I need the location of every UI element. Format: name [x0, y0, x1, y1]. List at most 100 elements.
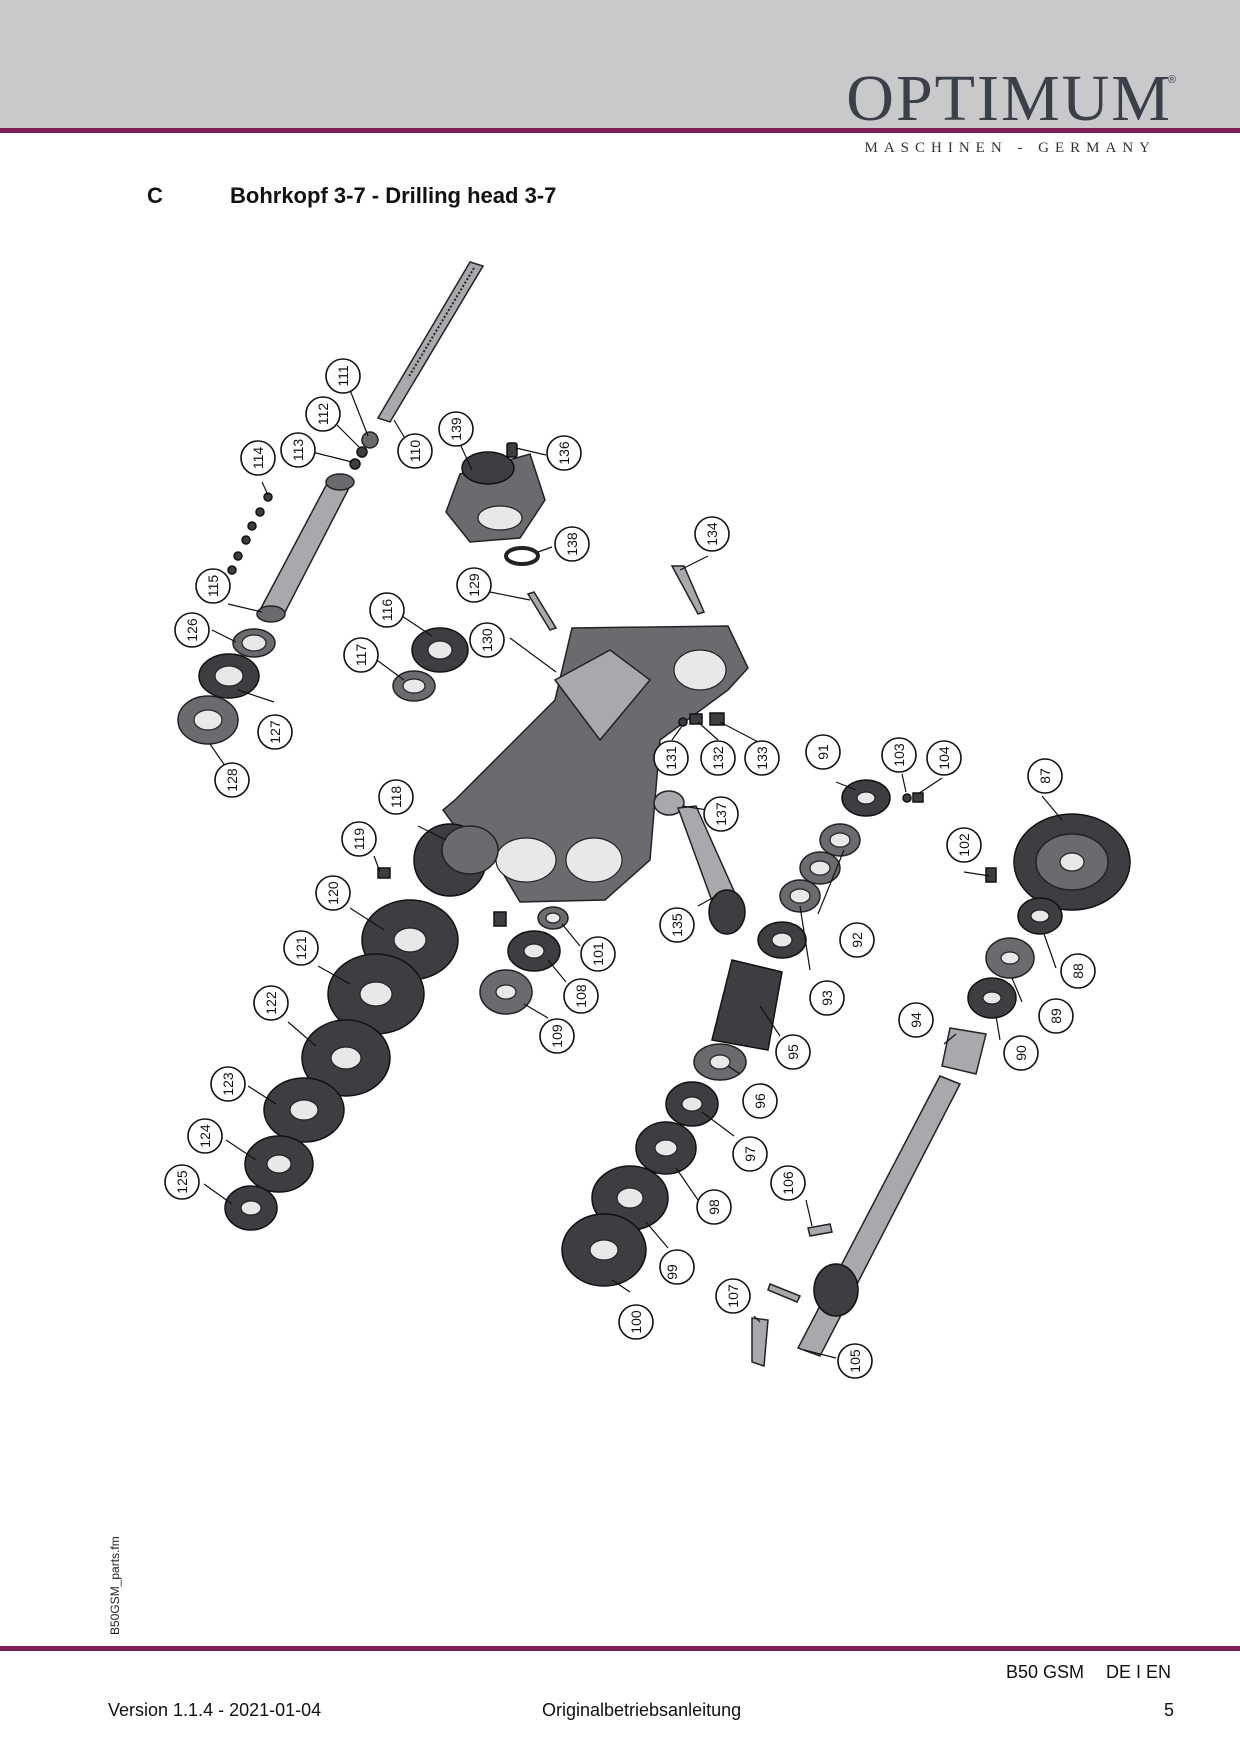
callout-123: 123 [210, 1066, 246, 1102]
callout-124: 124 [187, 1118, 223, 1154]
svg-text:100: 100 [628, 1310, 644, 1334]
svg-text:92: 92 [849, 932, 865, 948]
svg-text:95: 95 [785, 1044, 801, 1060]
header-rule [0, 128, 1240, 133]
leader-lines [203, 389, 1063, 1359]
footer-rule [0, 1646, 1240, 1651]
callout-139: 139 [438, 411, 474, 447]
svg-text:105: 105 [847, 1349, 863, 1373]
svg-text:121: 121 [293, 936, 309, 960]
callout-118: 118 [378, 779, 414, 815]
svg-text:88: 88 [1070, 963, 1086, 979]
svg-text:91: 91 [815, 744, 831, 760]
callout-134: 134 [694, 516, 730, 552]
svg-text:94: 94 [908, 1012, 924, 1028]
section-letter: C [147, 183, 163, 208]
callout-113: 113 [280, 432, 316, 468]
svg-text:96: 96 [752, 1093, 768, 1109]
callout-104: 104 [926, 740, 962, 776]
exploded-parts-diagram: 111 112 113 114 110 139 136 138 134 129 … [164, 261, 1131, 1379]
callout-136: 136 [546, 435, 582, 471]
svg-text:116: 116 [379, 599, 395, 622]
svg-text:114: 114 [250, 447, 266, 470]
callout-100: 100 [618, 1304, 654, 1340]
callout-128: 128 [214, 762, 250, 798]
svg-text:107: 107 [725, 1284, 741, 1308]
callout-94: 94 [898, 1002, 934, 1038]
svg-text:118: 118 [388, 786, 404, 809]
svg-text:124: 124 [197, 1124, 213, 1148]
version-info: Version 1.1.4 - 2021-01-04 [108, 1700, 322, 1720]
model-name: B50 GSM [1006, 1662, 1085, 1682]
callout-135: 135 [659, 907, 695, 943]
brand-tagline: MASCHINEN - GERMANY [864, 140, 1156, 156]
svg-text:131: 131 [663, 746, 679, 770]
svg-text:117: 117 [353, 644, 369, 667]
callout-137: 137 [703, 796, 739, 832]
callout-95: 95 [775, 1034, 811, 1070]
callout-133: 133 [744, 740, 780, 776]
callout-119: 119 [341, 821, 377, 857]
svg-text:102: 102 [956, 833, 972, 857]
svg-text:128: 128 [224, 768, 240, 792]
svg-text:129: 129 [466, 573, 482, 597]
header-band [0, 0, 1240, 128]
svg-text:104: 104 [936, 746, 952, 770]
svg-text:123: 123 [220, 1072, 236, 1096]
svg-text:127: 127 [267, 720, 283, 744]
page-number: 5 [1164, 1700, 1175, 1720]
svg-text:139: 139 [448, 417, 464, 441]
svg-text:112: 112 [315, 403, 331, 426]
callout-89: 89 [1038, 998, 1074, 1034]
svg-text:113: 113 [290, 439, 306, 462]
svg-text:106: 106 [780, 1171, 796, 1195]
svg-text:122: 122 [263, 991, 279, 1015]
callout-102: 102 [946, 827, 982, 863]
callout-130: 130 [469, 622, 505, 658]
callout-101: 101 [580, 936, 616, 972]
brand-logo: OPTIMUM [846, 62, 1172, 135]
callout-138: 138 [554, 526, 590, 562]
callout-92: 92 [839, 922, 875, 958]
svg-text:93: 93 [819, 990, 835, 1006]
callout-126: 126 [174, 612, 210, 648]
svg-text:87: 87 [1037, 768, 1053, 784]
callout-131: 131 [653, 740, 689, 776]
callout-129: 129 [456, 567, 492, 603]
callout-121: 121 [283, 930, 319, 966]
callout-103: 103 [881, 737, 917, 773]
callout-127: 127 [257, 714, 293, 750]
callout-106: 106 [770, 1165, 806, 1201]
svg-text:126: 126 [184, 618, 200, 642]
callout-116: 116 [369, 592, 405, 628]
callout-107: 107 [715, 1278, 751, 1314]
svg-text:103: 103 [891, 743, 907, 767]
source-file-label: B50GSM_parts.fm [108, 1536, 122, 1635]
callout-87: 87 [1027, 758, 1063, 794]
callout-97: 97 [732, 1136, 768, 1172]
svg-text:99: 99 [664, 1264, 680, 1280]
svg-text:89: 89 [1048, 1008, 1064, 1024]
svg-text:130: 130 [479, 628, 495, 652]
svg-text:101: 101 [590, 942, 606, 966]
svg-text:120: 120 [325, 881, 341, 905]
callout-98: 98 [696, 1189, 732, 1225]
callout-88: 88 [1060, 953, 1096, 989]
callout-125: 125 [164, 1164, 200, 1200]
svg-text:133: 133 [754, 746, 770, 770]
parts-drawing [177, 261, 1131, 1368]
callout-112: 112 [305, 396, 341, 432]
callout-105: 105 [837, 1343, 873, 1379]
svg-text:98: 98 [706, 1199, 722, 1215]
document-type: Originalbetriebsanleitung [542, 1700, 742, 1720]
svg-text:134: 134 [704, 522, 720, 546]
section-title: Bohrkopf 3-7 - Drilling head 3-7 [230, 183, 557, 208]
svg-text:136: 136 [556, 441, 572, 465]
callout-115: 115 [195, 568, 231, 604]
svg-text:132: 132 [710, 746, 726, 770]
svg-text:125: 125 [174, 1170, 190, 1194]
callout-90: 90 [1003, 1035, 1039, 1071]
svg-text:137: 137 [713, 802, 729, 826]
svg-text:135: 135 [669, 913, 685, 937]
svg-text:110: 110 [407, 440, 423, 463]
